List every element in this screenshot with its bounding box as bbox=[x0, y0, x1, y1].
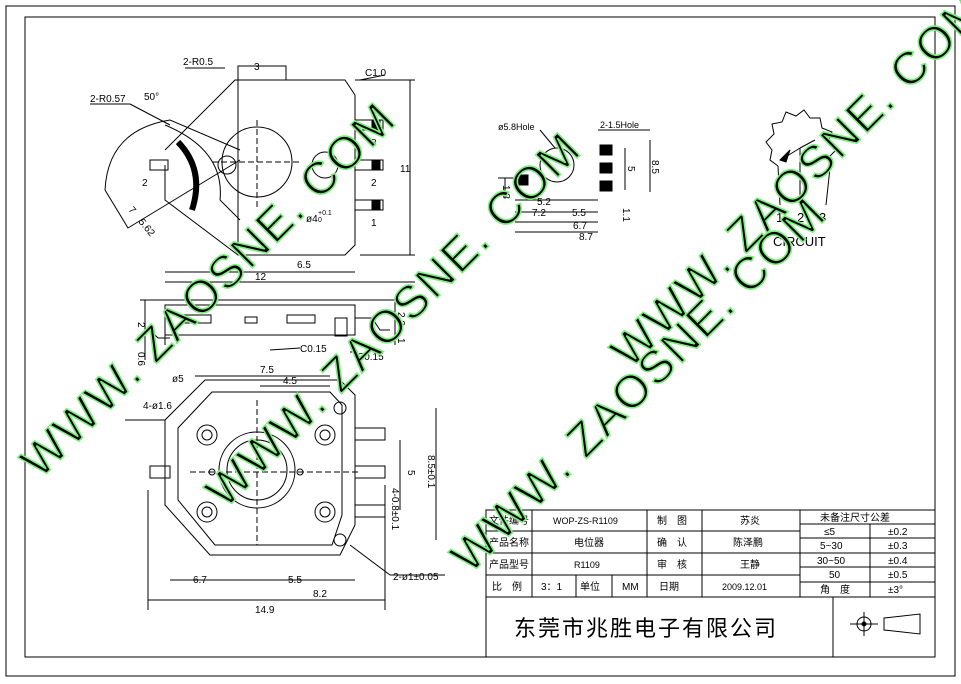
dim-label: 6.7 bbox=[573, 221, 587, 232]
dim-label: 1.8 bbox=[500, 185, 511, 199]
tb-value: R1109 bbox=[574, 560, 600, 570]
watermark-text: WWW. ZAOSNE. COM bbox=[10, 92, 405, 487]
tb-label: 日期 bbox=[659, 581, 679, 593]
tb-label: 制 图 bbox=[657, 514, 687, 527]
dim-label: 8.7 bbox=[579, 232, 593, 243]
dim-label: 2-R0.5 bbox=[183, 57, 213, 68]
pin-label: 3 bbox=[819, 210, 826, 225]
pcb-footprint bbox=[498, 129, 651, 233]
dim-label: ø5 bbox=[172, 374, 184, 385]
tb-label: 产品型号 bbox=[489, 558, 529, 571]
company-name: 东莞市兆胜电子有限公司 bbox=[514, 616, 778, 641]
tolerance-value: ±3° bbox=[888, 585, 903, 596]
sheet-border-inner bbox=[24, 16, 936, 658]
front-view-labels: ø5 7.5 4.5 4-ø1.6 5 8.5±0.1 4-0.8±0.1 2-… bbox=[143, 365, 439, 616]
dim-label: 2-ø1±0.05 bbox=[393, 572, 439, 583]
dim-label: ø5.8Hole bbox=[498, 122, 535, 132]
dim-label: 3 bbox=[254, 62, 260, 73]
resistor-zigzag bbox=[765, 109, 837, 169]
dim-label: C1.0 bbox=[365, 68, 387, 79]
tolerance-header: 未备注尺寸公差 bbox=[820, 511, 890, 524]
tolerance-value: ±0.3 bbox=[888, 541, 908, 552]
tolerance-range: 50 bbox=[829, 570, 841, 581]
dim-label: 6.7 bbox=[193, 575, 207, 586]
pcb-footprint-labels: ø5.8Hole 2-1.5Hole 1.8 5.2 7.2 5.5 6.7 8… bbox=[498, 120, 660, 243]
dim-label: 50° bbox=[144, 92, 159, 103]
dim-label: 2.2 bbox=[395, 312, 406, 326]
tolerance-value: ±0.4 bbox=[888, 556, 908, 567]
tb-value: 电位器 bbox=[574, 536, 604, 549]
tolerance-value: ±0.2 bbox=[888, 527, 908, 538]
dim-label: 4-ø1.6 bbox=[143, 401, 172, 412]
side-view bbox=[140, 299, 400, 360]
circuit-caption: CIRCUIT bbox=[773, 234, 826, 249]
dim-label: 2 bbox=[142, 178, 148, 189]
dim-label: 4-0.8±0.1 bbox=[389, 488, 400, 531]
tb-value: MM bbox=[622, 582, 639, 593]
tb-label: 确 认 bbox=[657, 536, 687, 549]
title-block-text: 文件编号 WOP-ZS-R1109 制 图 苏炎 产品名称 电位器 确 认 陈泽… bbox=[489, 511, 908, 641]
dim-label: 1 bbox=[371, 218, 377, 229]
dim-label: 7 bbox=[126, 205, 138, 217]
dim-label: 14.9 bbox=[255, 605, 275, 616]
watermarks: WWW. ZAOSNE. COM WWW. ZAOSNE. COM WWW. Z… bbox=[10, 0, 961, 583]
dim-label: 5.2 bbox=[537, 197, 551, 208]
sheet-border-outer bbox=[5, 5, 956, 677]
tb-label: 文件编号 bbox=[489, 514, 529, 527]
dim-label: 2-1.5Hole bbox=[600, 120, 639, 130]
circuit-labels: 1 2 3 CIRCUIT bbox=[773, 210, 826, 249]
tb-value: 2009.12.01 bbox=[722, 582, 767, 592]
watermark-text: WWW. ZAOSNE. COM bbox=[600, 0, 961, 377]
pin-label: 2 bbox=[797, 210, 804, 225]
tb-value: 3：1 bbox=[541, 582, 563, 593]
tolerance-range: 5~30 bbox=[820, 541, 843, 552]
dim-label: 11 bbox=[400, 164, 411, 175]
dim-label: 5.62 bbox=[136, 217, 157, 239]
tolerance-value: ±0.5 bbox=[888, 570, 908, 581]
dim-label: 12 bbox=[255, 272, 267, 283]
dim-label: C0.15 bbox=[300, 344, 327, 355]
title-block bbox=[485, 509, 936, 658]
tb-value: 陈泽鹏 bbox=[733, 536, 763, 549]
dim-label: 8.2 bbox=[313, 589, 327, 600]
dim-label: 0 bbox=[318, 217, 322, 224]
tolerance-range: ≤5 bbox=[824, 527, 835, 538]
tb-value: 王静 bbox=[740, 558, 760, 571]
dim-label: 1.1 bbox=[620, 208, 631, 222]
dim-label: 2 bbox=[371, 178, 377, 189]
tolerance-range: 30~50 bbox=[817, 556, 846, 567]
dim-label: 6.5 bbox=[297, 260, 311, 271]
dim-label: C0.15 bbox=[357, 352, 384, 363]
dim-label: 2-R0.57 bbox=[90, 94, 126, 105]
dim-label: 7.2 bbox=[532, 208, 546, 219]
tb-value: WOP-ZS-R1109 bbox=[553, 516, 618, 526]
dim-label: 8.5 bbox=[649, 160, 660, 174]
tb-value: 苏炎 bbox=[740, 514, 760, 527]
dim-label: 5 bbox=[625, 166, 636, 172]
tb-label: 单位 bbox=[580, 580, 600, 593]
dim-label: 5.5 bbox=[572, 208, 586, 219]
side-view-labels: 2 0.6 2.2 1 C0.15 C0.15 bbox=[135, 312, 406, 366]
dim-label: 5.5 bbox=[288, 575, 302, 586]
dim-label: 2 bbox=[135, 322, 146, 328]
tolerance-range: 角 度 bbox=[820, 583, 850, 596]
dim-label: 4.5 bbox=[283, 376, 297, 387]
top-view bbox=[90, 65, 415, 283]
tb-label: 产品名称 bbox=[489, 536, 529, 549]
dim-label: 8.5±0.1 bbox=[425, 455, 436, 489]
front-view bbox=[125, 375, 445, 610]
dim-label: 0.6 bbox=[135, 352, 146, 366]
dim-label: 1 bbox=[395, 338, 406, 344]
tb-label: 审 核 bbox=[657, 558, 687, 571]
circuit-symbol bbox=[765, 109, 837, 206]
dim-label: ø4 bbox=[306, 214, 318, 225]
dim-label: 7.5 bbox=[260, 365, 274, 376]
dim-label: 3 bbox=[371, 138, 377, 149]
dim-label: 5 bbox=[405, 470, 416, 476]
dim-label: +0.1 bbox=[318, 210, 332, 217]
tb-label: 比 例 bbox=[492, 580, 522, 593]
pin-label: 1 bbox=[776, 210, 783, 225]
